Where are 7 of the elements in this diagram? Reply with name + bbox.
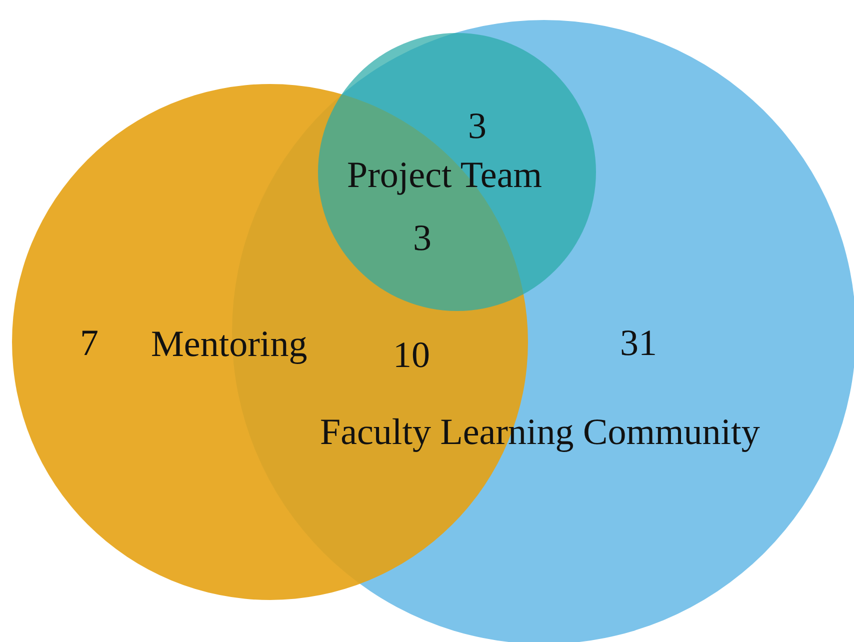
set-label: Project Team: [347, 157, 542, 194]
count-label: 3: [413, 220, 432, 257]
count-label: 31: [620, 325, 657, 362]
count-label: 3: [468, 108, 486, 145]
set-label: Mentoring: [151, 326, 308, 363]
count-label: 7: [80, 325, 98, 362]
count-label: 10: [393, 337, 430, 374]
